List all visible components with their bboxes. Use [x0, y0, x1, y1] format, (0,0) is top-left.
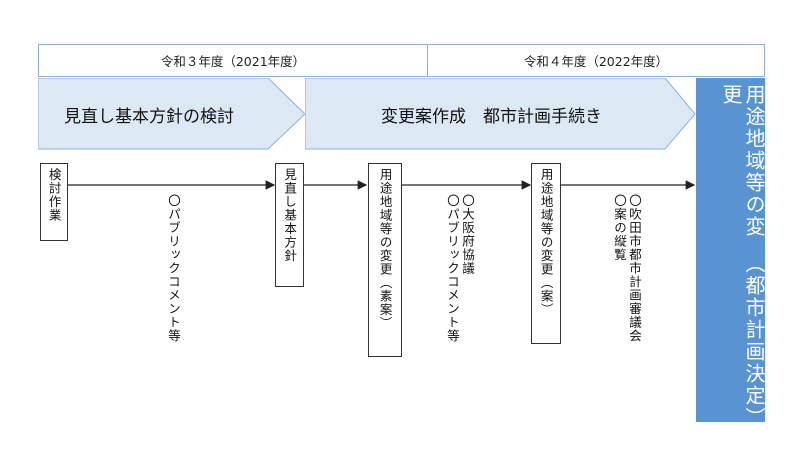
- phase-draft-procedure: 変更案作成 都市計画手続き: [305, 78, 696, 150]
- step-box-basic-policy: 見直し基本方針: [275, 163, 304, 287]
- step-label: 見直し基本方針: [282, 168, 298, 263]
- year-label: 令和３年度（2021年度）: [160, 54, 306, 69]
- phase-label: 見直し基本方針の検討: [64, 106, 234, 127]
- phase-review-policy: 見直し基本方針の検討: [38, 78, 306, 150]
- chevron-shape: [305, 78, 696, 150]
- year-label: 令和４年度（2022年度）: [523, 54, 669, 69]
- final-line-2: （都市計画決定）: [742, 253, 766, 429]
- step-label: 用途地域等の変更（案）: [538, 168, 554, 317]
- step-label: 検討作業: [46, 168, 62, 222]
- final-result-urban-plan-decision: 用途地域等の変更 （都市計画決定）: [696, 78, 766, 429]
- year-cell-2022: 令和４年度（2022年度）: [427, 44, 765, 77]
- note-city-planning-council: 〇吹田市都市計画審議会 〇案の縦覧: [612, 194, 642, 343]
- step-box-draft-plan: 用途地域等の変更（素案）: [368, 163, 402, 357]
- chevron-shape: [38, 78, 306, 150]
- note-public-comment: 〇パブリックコメント等: [166, 194, 181, 343]
- step-box-plan: 用途地域等の変更（案）: [531, 163, 561, 344]
- note-osaka-consultation: 〇大阪府協議 〇パブリックコメント等: [445, 194, 475, 343]
- phase-label: 変更案作成 都市計画手続き: [381, 106, 602, 127]
- step-box-review-work: 検討作業: [40, 163, 68, 241]
- final-line-1: 用途地域等の変更: [719, 84, 766, 238]
- year-cell-2021: 令和３年度（2021年度）: [38, 44, 428, 77]
- step-label: 用途地域等の変更（素案）: [377, 168, 393, 330]
